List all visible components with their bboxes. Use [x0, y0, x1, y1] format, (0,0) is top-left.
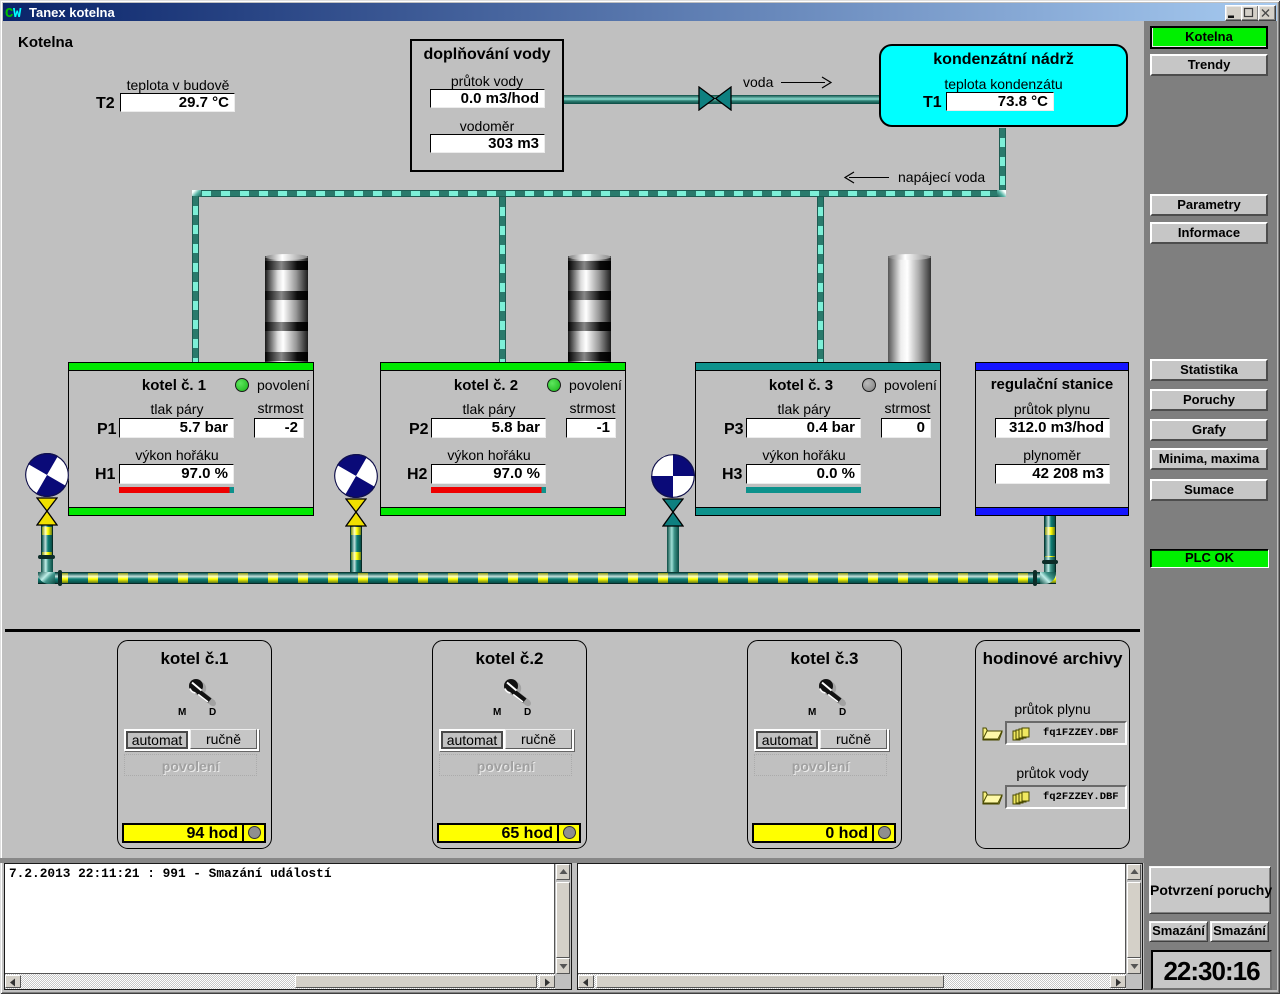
svg-text:W: W: [13, 6, 22, 20]
svg-text:C: C: [5, 6, 14, 20]
